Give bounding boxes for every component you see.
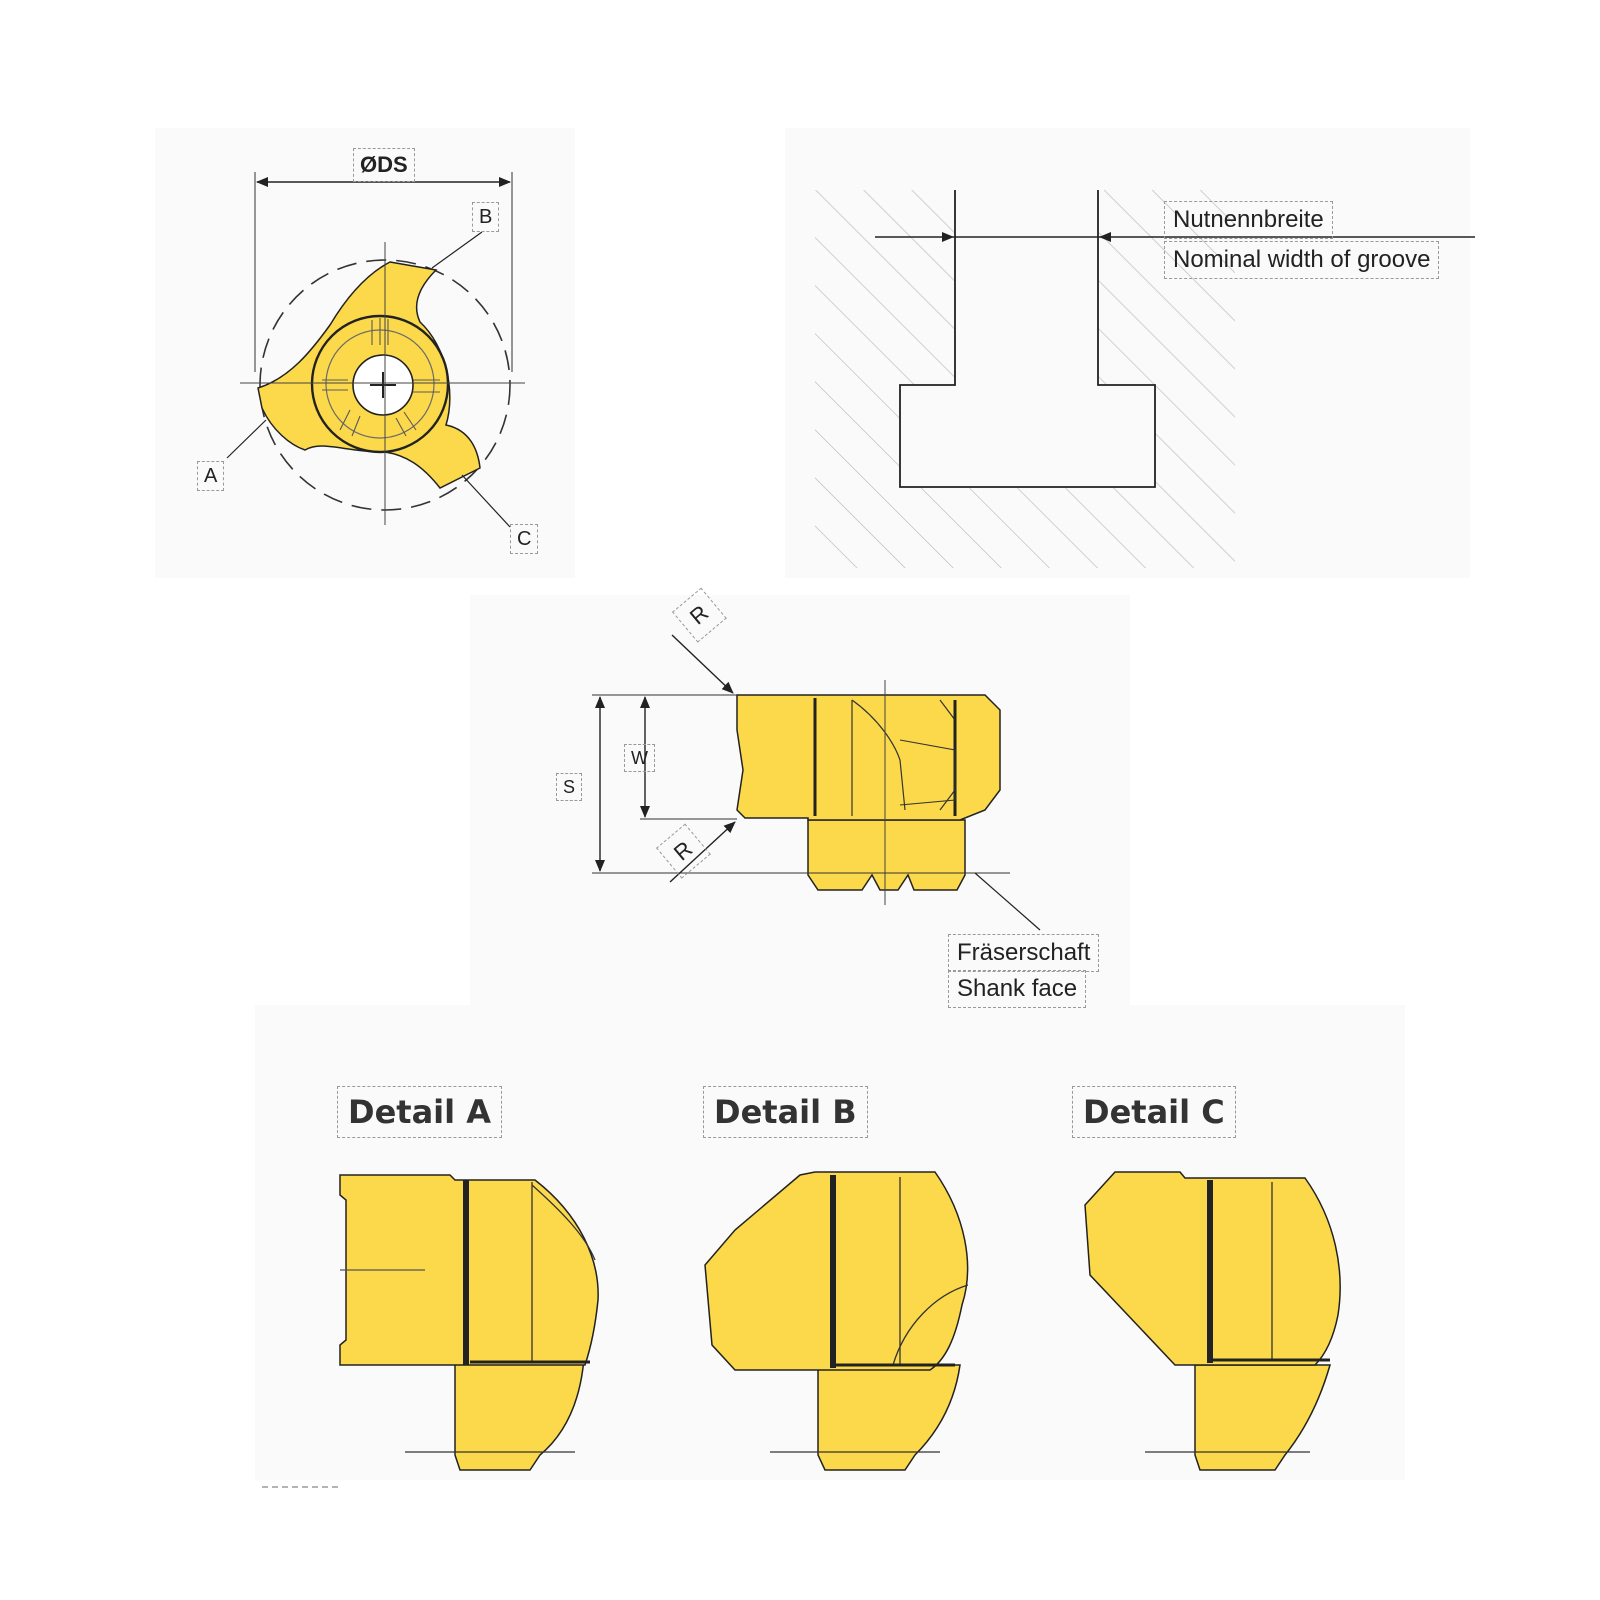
detail-a-drawing (339, 1174, 599, 1471)
marker-c: C (510, 524, 539, 554)
marker-a: A (197, 461, 225, 491)
hub-ridges (322, 318, 440, 437)
dim-w-label: W (624, 744, 655, 772)
diameter-label: ØDS (353, 148, 415, 182)
dim-s-label: S (556, 773, 583, 801)
shank-part (807, 819, 966, 891)
side-body (736, 694, 1001, 821)
shank-label-en: Shank face (948, 970, 1087, 1008)
detail-c-title: Detail C (1072, 1086, 1236, 1138)
insert-side-view (592, 634, 1041, 931)
shank-label-de: Fräserschaft (948, 934, 1100, 972)
groove-label-en: Nominal width of groove (1164, 241, 1440, 279)
workpiece-hatch (815, 190, 1235, 568)
insert-top-view (226, 172, 525, 528)
detail-a-title: Detail A (337, 1086, 502, 1138)
detail-c-drawing (1084, 1171, 1341, 1471)
t-slot-outline (899, 190, 1156, 488)
marker-b: B (472, 202, 500, 232)
groove-label-de: Nutnennbreite (1164, 201, 1333, 239)
detail-b-title: Detail B (703, 1086, 868, 1138)
groove-section (815, 190, 1475, 568)
detail-b-drawing (704, 1171, 969, 1471)
